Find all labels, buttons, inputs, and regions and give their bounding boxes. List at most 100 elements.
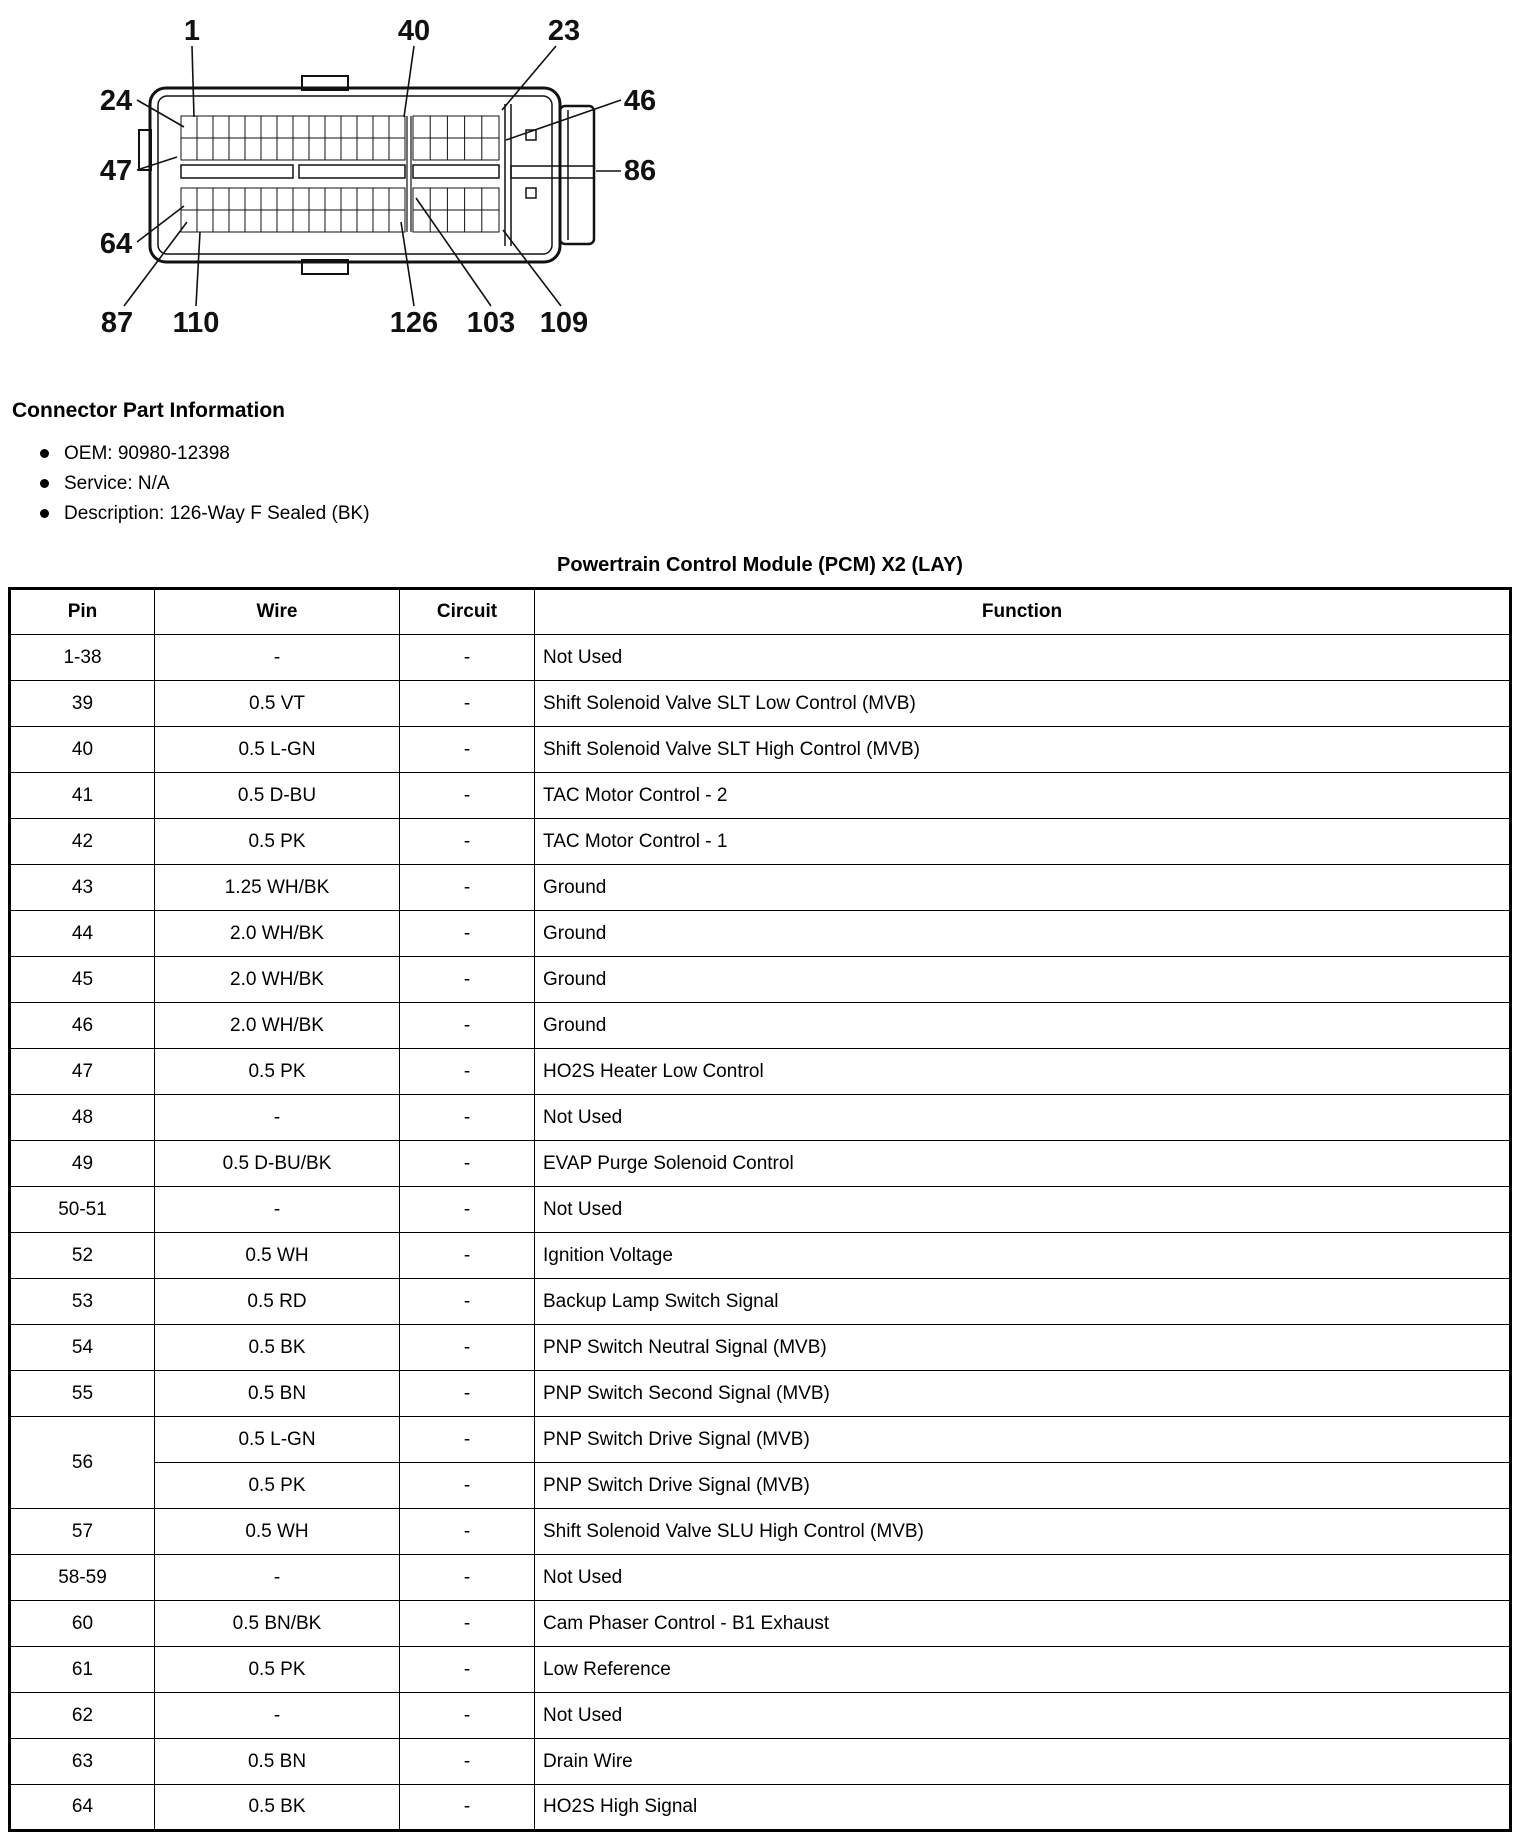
wire-cell: 0.5 PK [154,818,400,865]
part-info-heading: Connector Part Information [12,399,286,422]
circuit-cell: - [399,1278,535,1325]
callout-line [415,197,492,307]
callout-labels: 1 40 23 24 46 47 86 64 87 110 126 103 10… [100,15,656,339]
pin-cell: 46 [9,1002,155,1049]
pin-cell: 64 [9,1784,155,1831]
pinout-table: Pin Wire Circuit Function 1-38--Not Used… [8,587,1512,1832]
pin-cell: 1-38 [9,634,155,681]
function-cell: HO2S Heater Low Control [534,1048,1511,1095]
callout-line [136,99,185,128]
function-cell: EVAP Purge Solenoid Control [534,1140,1511,1187]
pin-cell: 53 [9,1278,155,1325]
circuit-cell: - [399,1554,535,1601]
table-row: 50-51--Not Used [9,1186,1511,1233]
circuit-cell: - [399,864,535,911]
function-cell: Backup Lamp Switch Signal [534,1278,1511,1325]
callout-line [403,45,415,118]
wire-cell: 0.5 PK [154,1646,400,1693]
table-row: 0.5 PK-PNP Switch Drive Signal (MVB) [10,1462,1511,1509]
pin-cell: 41 [9,772,155,819]
circuit-cell: - [399,910,535,957]
pin-cell: 56 [9,1416,155,1509]
part-info-item: Description: 126-Way F Sealed (BK) [38,503,1512,524]
pin-cell: 55 [9,1370,155,1417]
function-cell: PNP Switch Neutral Signal (MVB) [534,1324,1511,1371]
circuit-cell: - [399,1324,535,1371]
wire-cell: 0.5 WH [154,1508,400,1555]
function-cell: TAC Motor Control - 1 [534,818,1511,865]
pin-cell: 54 [9,1324,155,1371]
pin-cell: 47 [9,1048,155,1095]
function-cell: Ground [534,910,1511,957]
circuit-cell: - [399,1600,535,1647]
pin-cell: 50-51 [9,1186,155,1233]
header-pin: Pin [9,588,155,635]
callout-label: 109 [540,307,588,339]
circuit-cell: - [399,1094,535,1141]
callout-line [136,156,178,171]
header-circuit: Circuit [399,588,535,635]
wire-cell: 0.5 BN [154,1370,400,1417]
callout-label: 126 [390,307,438,339]
circuit-cell: - [399,1370,535,1417]
wire-cell: 0.5 L-GN [154,726,400,773]
callout-label: 110 [173,307,220,339]
wire-cell: 0.5 PK [154,1462,400,1509]
part-info-item: Service: N/A [38,473,1512,494]
callout-label: 87 [101,307,133,339]
circuit-cell: - [399,1508,535,1555]
function-cell: Low Reference [534,1646,1511,1693]
wire-cell: 0.5 D-BU [154,772,400,819]
pin-cell: 45 [9,956,155,1003]
circuit-cell: - [399,1462,535,1509]
circuit-cell: - [399,1186,535,1233]
connector-body [138,75,596,275]
wire-cell: 0.5 BK [154,1784,400,1831]
table-row: 62--Not Used [9,1692,1511,1739]
wire-cell: 0.5 PK [154,1048,400,1095]
circuit-cell: - [399,1416,535,1463]
function-cell: Not Used [534,1554,1511,1601]
header-wire: Wire [154,588,400,635]
callout-line [501,45,557,111]
callout-line [505,99,622,141]
callout-label: 86 [624,155,656,187]
pin-cell: 40 [9,726,155,773]
wire-cell: 1.25 WH/BK [154,864,400,911]
callout-line [136,205,185,243]
pin-cell: 63 [9,1738,155,1785]
function-cell: Shift Solenoid Valve SLU High Control (M… [534,1508,1511,1555]
pin-cell: 48 [9,1094,155,1141]
callout-label: 47 [100,155,132,187]
function-cell: Not Used [534,1094,1511,1141]
pin-grids [180,115,500,233]
pin-cell: 57 [9,1508,155,1555]
callout-line [195,231,201,307]
callout-label: 24 [100,85,132,117]
function-cell: Shift Solenoid Valve SLT High Control (M… [534,726,1511,773]
pin-cell: 39 [9,680,155,727]
table-row: 1-38--Not Used [9,634,1511,681]
wire-cell: 2.0 WH/BK [154,956,400,1003]
table-row: 58-59--Not Used [9,1554,1511,1601]
function-cell: PNP Switch Second Signal (MVB) [534,1370,1511,1417]
